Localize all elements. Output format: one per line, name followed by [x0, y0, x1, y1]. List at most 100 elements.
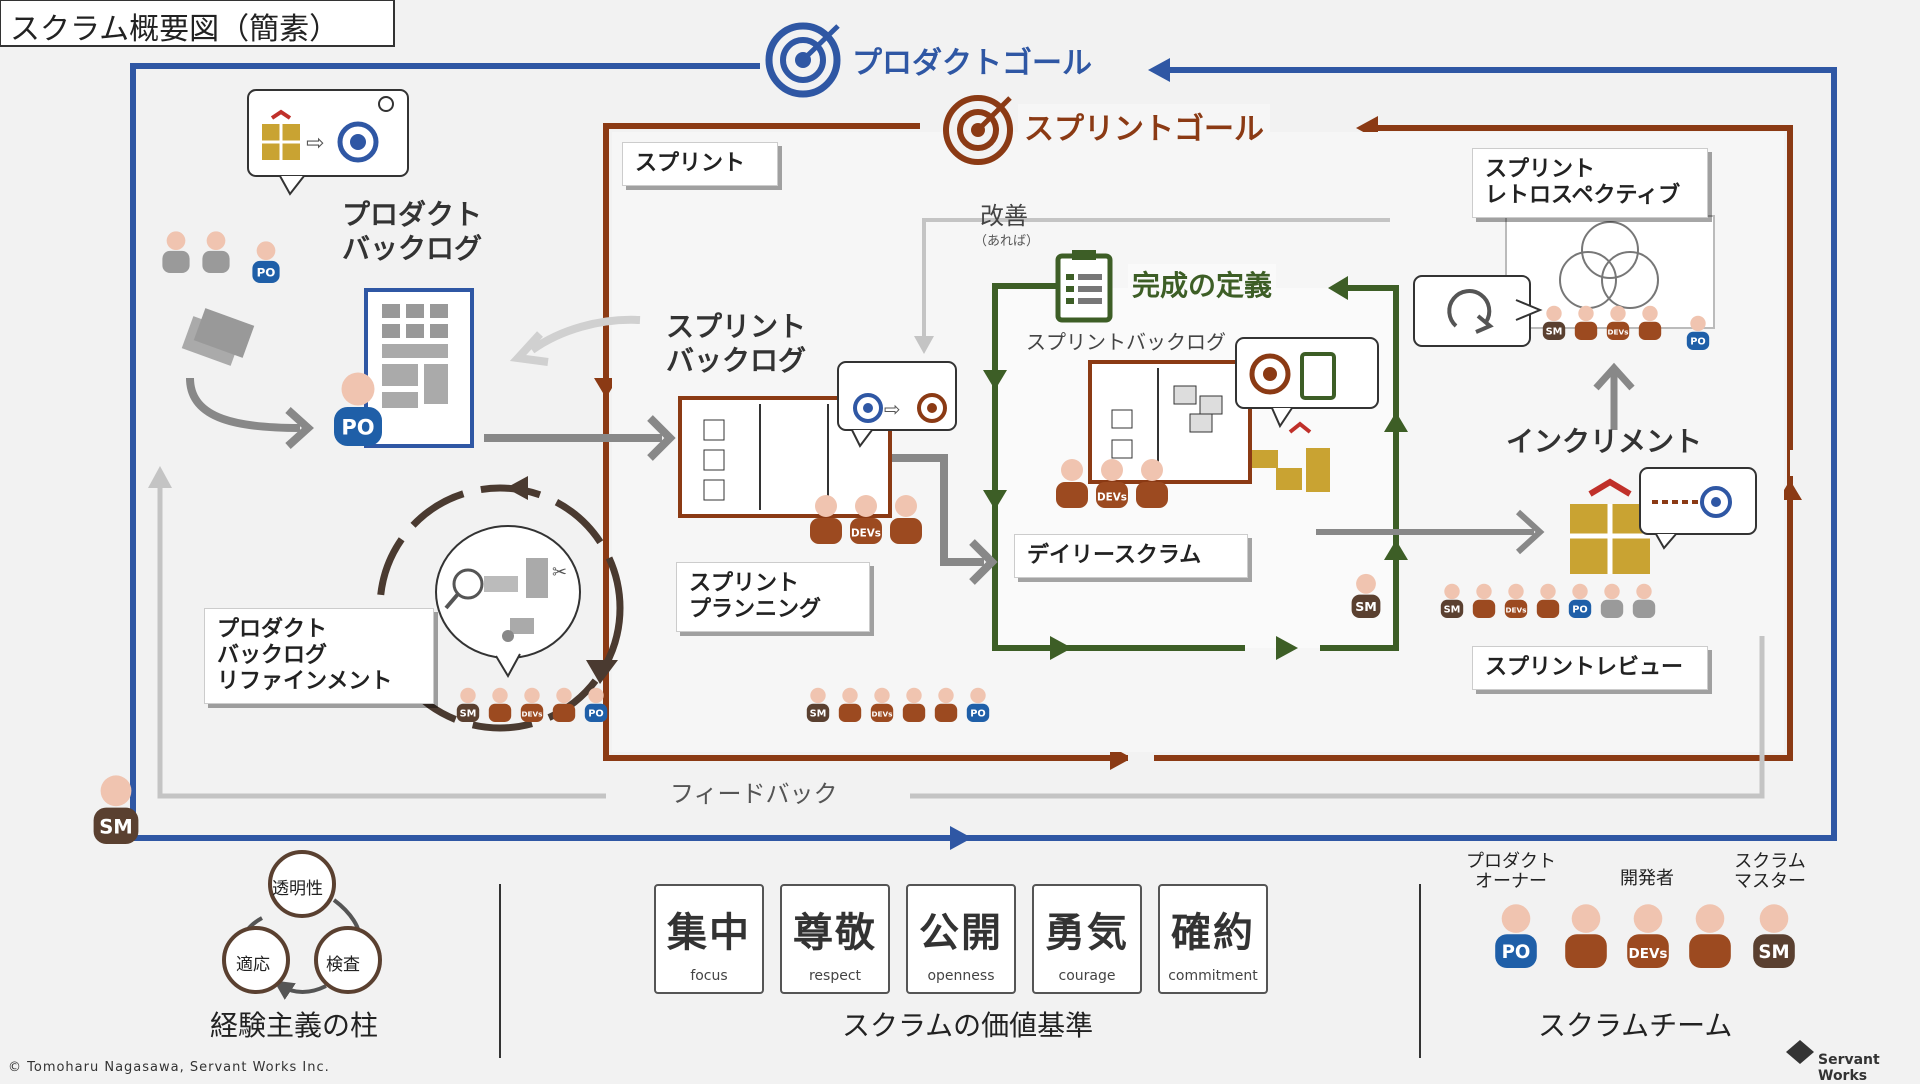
dev-person-icon: [838, 687, 862, 722]
po-person-icon: PO: [1686, 315, 1710, 350]
team-dev-label: 開発者: [1620, 868, 1674, 889]
svg-text:DEVs: DEVs: [851, 527, 881, 539]
svg-text:⇨: ⇨: [884, 397, 901, 421]
pillars-diagram: [222, 850, 382, 1000]
svg-text:PO: PO: [1502, 942, 1531, 963]
sm-person-icon: SM: [1542, 305, 1566, 340]
page-title: スクラム概要図（簡素）: [10, 12, 340, 47]
product-goal-loop: [130, 58, 1837, 850]
retro-bubble: [1413, 275, 1543, 347]
value-english: focus: [690, 968, 728, 984]
value-kanji: 確約: [1171, 910, 1255, 956]
planning-bubble: ⇨: [837, 361, 957, 448]
daily-scrum-box: デイリースクラム: [1014, 534, 1248, 578]
devs-person-icon: DEVs: [1504, 583, 1528, 618]
dev-person-icon: [1136, 459, 1168, 508]
dev-person-icon: [934, 687, 958, 722]
planning-to-daily-arrow: [888, 454, 984, 566]
svg-text:DEVs: DEVs: [1097, 491, 1127, 503]
pillar-transparency: 透明性: [272, 879, 323, 899]
svg-text:SM: SM: [1444, 605, 1461, 616]
dev-person-icon: [1574, 305, 1598, 340]
dod-bubble: [1235, 337, 1379, 429]
review-bubble: [1639, 467, 1757, 550]
devs-person-icon: DEVs: [870, 687, 894, 722]
dev-person-icon: [552, 687, 576, 722]
stakeholder-person-icon: [1632, 583, 1656, 618]
value-kanji: 公開: [919, 910, 1003, 956]
devs-person-icon: DEVs: [1606, 305, 1630, 340]
scissors-icon: ✂: [552, 562, 567, 583]
svg-text:SM: SM: [810, 709, 827, 720]
sm-person-icon: SM: [806, 687, 830, 722]
stakeholder-person-icon: [202, 231, 230, 273]
dev-person-icon: [1565, 904, 1607, 968]
sprint-backlog-label: スプリント バックログ: [666, 310, 807, 377]
sm-person-icon: SM: [1351, 573, 1381, 618]
svg-text:SM: SM: [1758, 942, 1789, 963]
definition-of-done-label: 完成の定義: [1128, 264, 1277, 304]
value-kanji: 勇気: [1045, 910, 1129, 956]
po-person-icon: PO: [1568, 583, 1592, 618]
svg-text:SM: SM: [1546, 327, 1563, 338]
arrow-icon: ⇨: [306, 131, 324, 156]
dev-person-icon: [1638, 305, 1662, 340]
value-english: openness: [927, 968, 995, 984]
dev-person-icon: [1056, 459, 1088, 508]
feedback-label: フィードバック: [664, 774, 844, 809]
svg-text:PO: PO: [1690, 337, 1706, 348]
refine-back-arrow: [529, 315, 641, 354]
devs-person-icon: DEVs: [1096, 459, 1128, 508]
value-openness: 公開 openness: [906, 884, 1016, 994]
copyright: © Tomoharu Nagasawa, Servant Works Inc.: [8, 1060, 330, 1075]
value-english: respect: [808, 968, 862, 984]
svg-text:PO: PO: [257, 266, 276, 280]
dev-person-icon: [1689, 904, 1731, 968]
po-person-icon: PO: [584, 687, 608, 722]
team-po-label: プロダクト オーナー: [1466, 851, 1556, 892]
feedback-loop: [148, 466, 1765, 799]
sm-person-icon: SM: [93, 775, 139, 844]
svg-text:PO: PO: [970, 709, 986, 720]
dev-person-icon: [890, 495, 922, 544]
svg-text:DEVs: DEVs: [872, 710, 893, 719]
goal-bubble: ⇨: [247, 89, 409, 196]
svg-text:DEVs: DEVs: [1608, 328, 1629, 337]
pillars-title: 経験主義の柱: [210, 1009, 379, 1042]
svg-text:PO: PO: [1572, 605, 1588, 616]
product-goal-target-icon: [765, 22, 841, 98]
dev-person-icon: [902, 687, 926, 722]
dev-person-icon: [488, 687, 512, 722]
value-english: commitment: [1168, 968, 1258, 984]
value-commitment: 確約 commitment: [1158, 884, 1268, 994]
team-sm-label: スクラム マスター: [1734, 851, 1806, 892]
dev-person-icon: [1472, 583, 1496, 618]
target-icon: [337, 121, 379, 163]
retrospective-box: スプリント レトロスペクティブ: [1472, 148, 1708, 218]
value-english: courage: [1058, 968, 1116, 984]
svg-text:PO: PO: [341, 416, 374, 440]
dev-person-icon: [1536, 583, 1560, 618]
logo-icon: [1786, 1040, 1814, 1064]
svg-text:SM: SM: [460, 709, 477, 720]
po-person-icon: PO: [966, 687, 990, 722]
sm-person-icon: SM: [456, 687, 480, 722]
svg-text:DEVs: DEVs: [1629, 946, 1668, 962]
refinement-cycle: ✂: [366, 476, 624, 732]
kaizen-arrow: [922, 218, 1390, 340]
pillar-inspection: 検査: [326, 955, 360, 975]
svg-text:DEVs: DEVs: [522, 710, 543, 719]
sprint-box: スプリント: [622, 142, 778, 186]
kaizen-label: 改善: [980, 202, 1028, 230]
sprint-planning-box: スプリント プランニング: [676, 562, 870, 632]
sprint-goal-label: スプリントゴール: [1018, 104, 1270, 148]
sprint-review-box: スプリントレビュー: [1472, 646, 1708, 690]
po-person-icon: PO: [252, 241, 280, 283]
product-backlog-stack: [364, 288, 474, 448]
svg-text:SM: SM: [99, 815, 133, 838]
value-courage: 勇気 courage: [1032, 884, 1142, 994]
logo-text: Servant Works: [1818, 1052, 1880, 1084]
team-title: スクラムチーム: [1538, 1009, 1733, 1042]
